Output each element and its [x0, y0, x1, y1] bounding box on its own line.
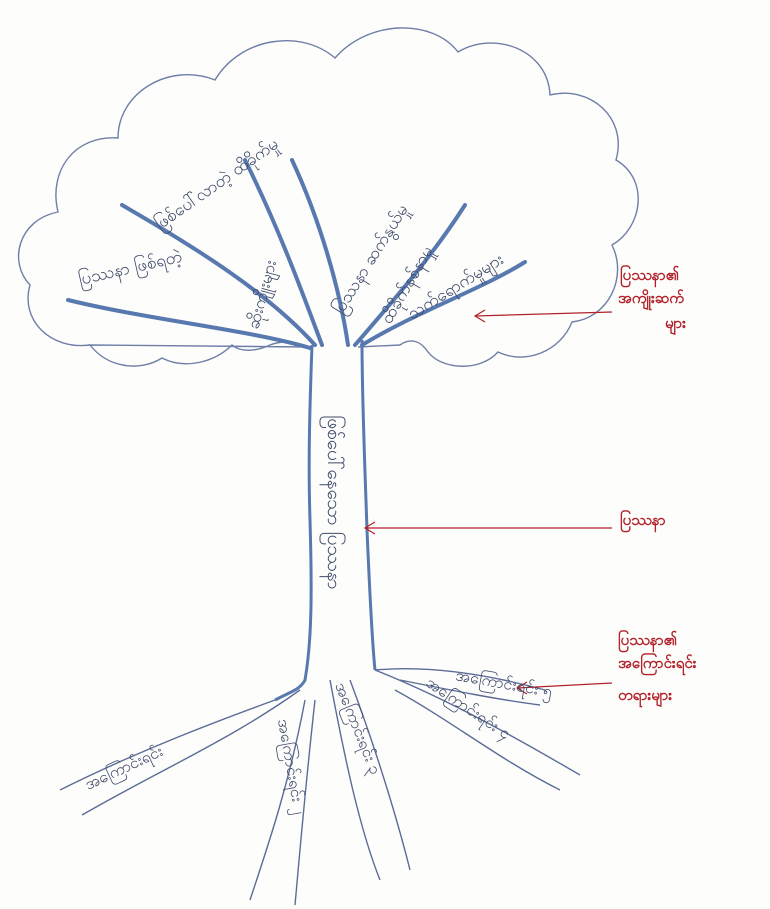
- branch-label-3: ဆိုးကျိုးများ: [244, 258, 284, 332]
- branch-label-1: ပြဿနာ ဖြစ်ရတဲ့: [76, 245, 185, 293]
- trunk-left-edge: [274, 344, 314, 702]
- root-label-1: အကြောင်းရင်း: [82, 741, 167, 796]
- effects-label-line-2: အကျိုးဆက်: [618, 288, 684, 311]
- branch-3: [243, 158, 324, 347]
- branches: [66, 158, 527, 350]
- causes-label-line-2: အကြောင်းရင်း: [618, 652, 697, 676]
- causes-label-line-3: တရားများ: [618, 686, 672, 708]
- causes-label-line-1: ပြဿနာ၏: [618, 629, 678, 653]
- trunk-right-edge: [360, 339, 377, 671]
- roots: [59, 668, 581, 906]
- branch-label-2: ဖြစ်ပေါ်လာတဲ့ ထိခိုက်မှု: [150, 132, 284, 236]
- pointer-arrows: [363, 309, 613, 695]
- root-label-3: အကြောင်းရင်း ၃: [329, 679, 386, 778]
- branch-5: [353, 203, 467, 347]
- branch-4: [290, 158, 350, 347]
- root-label-2: အကြောင်းရင်း ၂: [271, 717, 309, 816]
- canopy-outline: [17, 27, 639, 367]
- branch-2: [120, 203, 317, 347]
- branch-6: [360, 260, 527, 347]
- effects-label-line-1: ပြဿနာ၏: [620, 264, 680, 288]
- effects-label-line-3: များ: [665, 314, 686, 335]
- problem-label: ပြဿနာ: [620, 509, 666, 533]
- trunk-text: ဖြစ်ပေါ်နေသော ပြဿနာ: [319, 415, 347, 589]
- branch-1: [66, 298, 312, 350]
